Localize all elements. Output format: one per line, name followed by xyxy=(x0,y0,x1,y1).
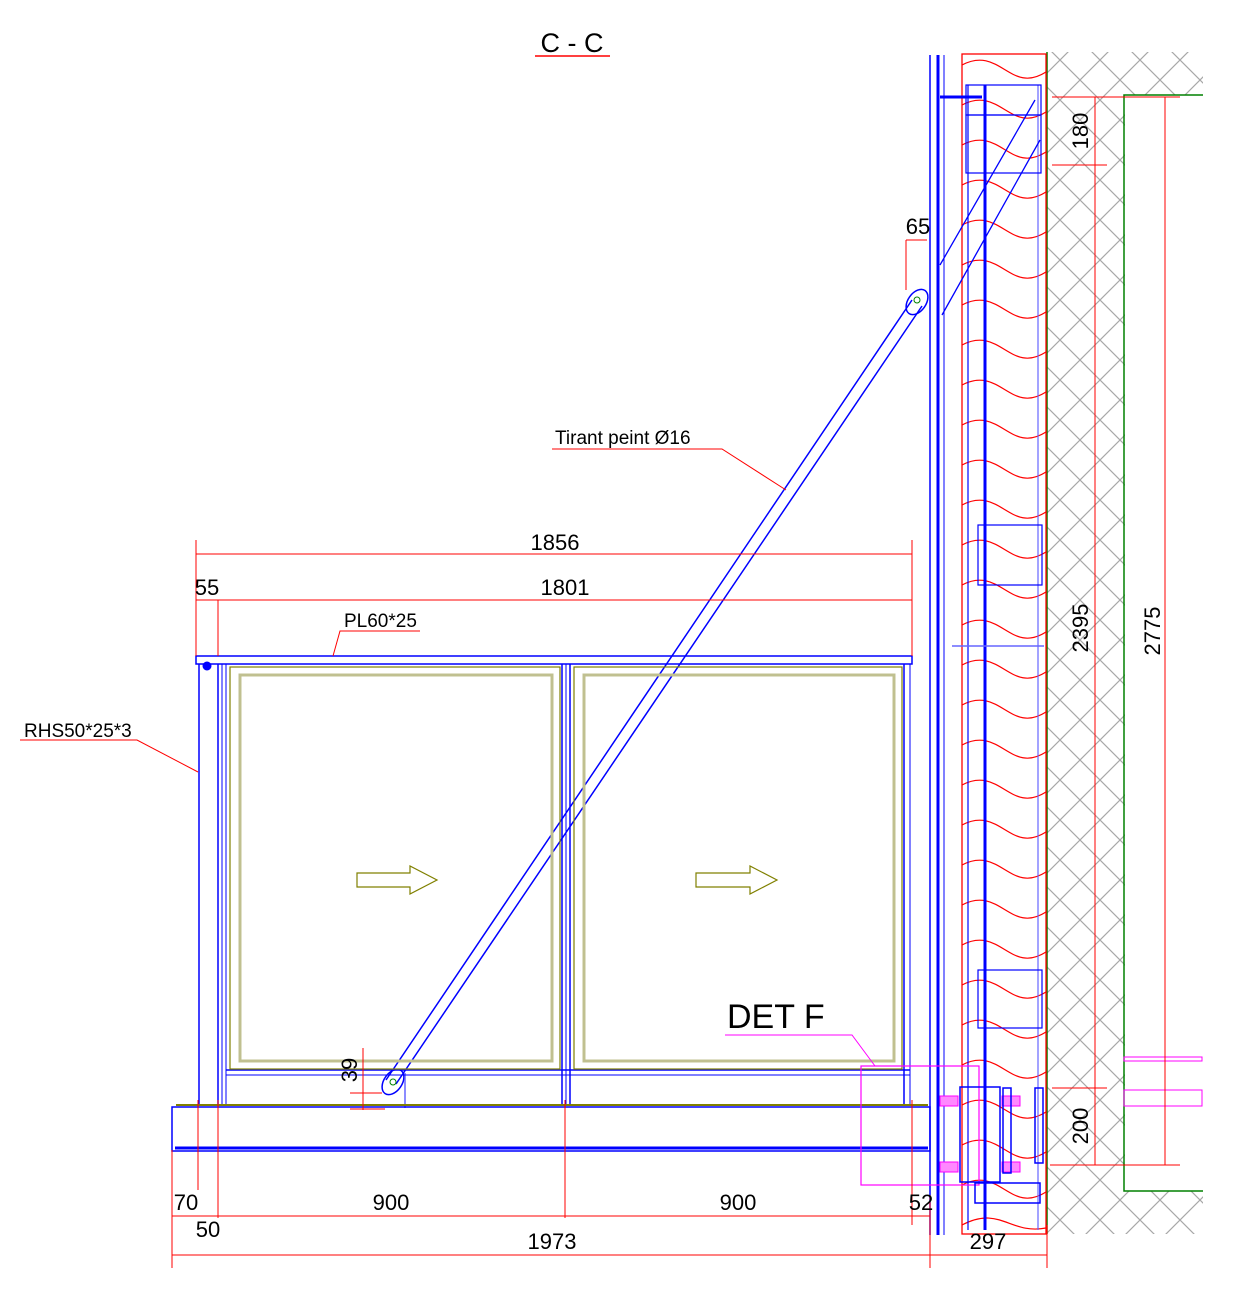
svg-text:900: 900 xyxy=(373,1190,410,1215)
arrow-right-icon xyxy=(356,865,439,895)
svg-text:2775: 2775 xyxy=(1140,607,1165,656)
svg-text:39: 39 xyxy=(337,1058,362,1082)
svg-text:52: 52 xyxy=(909,1190,933,1215)
label-top-plate: PL60*25 xyxy=(332,611,420,657)
svg-text:RHS50*25*3: RHS50*25*3 xyxy=(24,721,132,742)
svg-text:55: 55 xyxy=(195,575,219,600)
svg-text:C - C: C - C xyxy=(541,28,604,58)
svg-text:2395: 2395 xyxy=(1068,604,1093,653)
svg-text:Tirant peint Ø16: Tirant peint Ø16 xyxy=(555,428,691,449)
svg-text:1856: 1856 xyxy=(531,530,580,555)
svg-text:70: 70 xyxy=(174,1190,198,1215)
section-title: C - C xyxy=(535,28,610,58)
svg-text:297: 297 xyxy=(970,1229,1007,1254)
arrow-right-icon xyxy=(695,865,779,895)
svg-text:200: 200 xyxy=(1068,1108,1093,1145)
svg-text:1801: 1801 xyxy=(541,575,590,600)
svg-text:900: 900 xyxy=(720,1190,757,1215)
insulation-layer xyxy=(961,53,1047,1235)
svg-text:DET F: DET F xyxy=(727,998,825,1036)
tie-rod xyxy=(381,288,929,1108)
glass-panels xyxy=(176,666,928,1106)
label-tie-rod: Tirant peint Ø16 xyxy=(552,428,787,491)
label-post: RHS50*25*3 xyxy=(20,721,199,773)
svg-text:1973: 1973 xyxy=(528,1229,577,1254)
facade-structure xyxy=(929,55,1044,1235)
svg-text:50: 50 xyxy=(196,1217,220,1242)
svg-text:65: 65 xyxy=(906,214,930,239)
detail-f-callout: DET F xyxy=(725,998,1044,1204)
dimension-labels: 1856 1801 55 65 70 50 900 900 52 1973 29… xyxy=(174,113,1165,1254)
svg-text:PL60*25: PL60*25 xyxy=(344,611,417,632)
svg-text:180: 180 xyxy=(1068,113,1093,150)
canopy-frame xyxy=(171,655,931,1152)
dimension-lines xyxy=(171,96,1180,1268)
